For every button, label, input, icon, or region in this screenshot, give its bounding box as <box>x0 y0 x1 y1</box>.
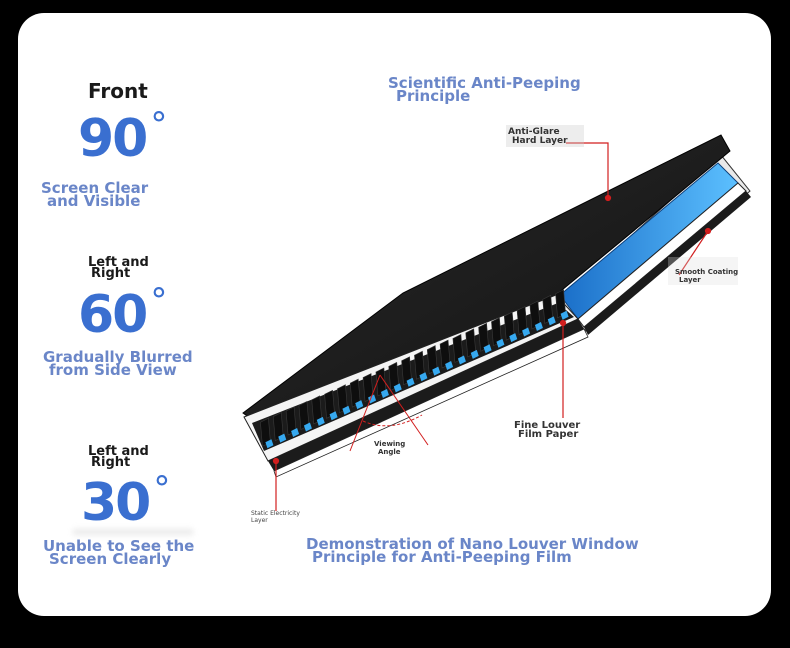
label-line: Anti-Glare <box>508 127 560 137</box>
louver-gap-light <box>496 338 505 348</box>
caption-line: Gradually Blurred <box>43 348 193 366</box>
angle-60-number: 60 <box>78 285 148 345</box>
blurred-text-smudge <box>73 529 193 535</box>
static-layer-label: Static Electricity Layer <box>251 510 300 524</box>
louver-gap-light <box>457 355 466 365</box>
label-line: Static Electricity <box>251 510 300 517</box>
title-line: Principle <box>396 87 471 105</box>
diagram-caption: Demonstration of Nano Louver Window Prin… <box>306 535 639 566</box>
angle-30-value: 30° <box>81 469 170 533</box>
label-line: Hard Layer <box>512 136 568 146</box>
louver-gap-light <box>329 411 338 421</box>
caption-line: Screen Clearly <box>49 550 172 568</box>
angle-90-number: 90 <box>78 109 148 169</box>
angle-30-number: 30 <box>81 473 151 533</box>
label-line: Smooth Coating <box>675 268 739 276</box>
louver-gap-light <box>278 433 287 443</box>
angle-60-value: 60° <box>78 281 167 345</box>
viewing-angle-lines <box>349 374 429 452</box>
angle-30-caption: Unable to See the Screen Clearly <box>43 537 195 568</box>
diagram-title: Scientific Anti-Peeping Principle <box>388 74 581 105</box>
side-label-line: Right <box>91 266 131 281</box>
louver-gap-light <box>534 321 543 331</box>
louver-gap-light <box>406 377 415 387</box>
louver-gap-light <box>355 400 364 410</box>
caption-line: Unable to See the <box>43 537 195 555</box>
louver-gap-light <box>509 333 518 343</box>
louver-gap-light <box>303 422 312 432</box>
label-line: Layer <box>251 517 268 524</box>
smooth-coating-label: Smooth Coating Layer <box>675 268 738 284</box>
side-label-2: Left and Right <box>88 444 149 470</box>
side-label-line: Left and <box>88 255 149 270</box>
louver-gap-light <box>445 361 454 371</box>
louver-gap-light <box>380 388 389 398</box>
caption-line: Principle for Anti-Peeping Film <box>312 548 572 566</box>
louver-gap-light <box>342 405 351 415</box>
degree-symbol: ° <box>150 105 167 145</box>
right-face-layers <box>555 154 751 335</box>
louver-gap-light <box>432 366 441 376</box>
louver-gap-light <box>560 310 569 320</box>
louver-gap-light <box>483 344 492 354</box>
louver-film-diagram <box>242 125 751 511</box>
angle-90-caption: Screen Clear and Visible <box>41 179 149 210</box>
side-label-line: Right <box>91 455 131 470</box>
label-line: Angle <box>378 448 401 456</box>
louver-gap-light <box>316 416 325 426</box>
label-line: Layer <box>679 276 701 284</box>
viewing-angle-label: Viewing Angle <box>374 440 405 456</box>
angle-60-caption: Gradually Blurred from Side View <box>43 348 193 379</box>
louver-slats <box>260 289 569 449</box>
label-line: Fine Louver <box>514 420 581 431</box>
label-line: Film Paper <box>518 429 579 440</box>
side-label-1: Left and Right <box>88 255 149 281</box>
label-line: Viewing <box>374 440 406 448</box>
caption-line: from Side View <box>49 361 177 379</box>
louver-gap-light <box>265 439 274 449</box>
angle-90-value: 90° <box>78 105 167 169</box>
infographic-card: Front 90° Screen Clear and Visible Left … <box>18 13 771 616</box>
louver-gap-light <box>419 372 428 382</box>
label-smudge <box>506 125 584 147</box>
caption-line: and Visible <box>47 192 141 210</box>
louver-gap-light <box>547 316 556 326</box>
side-label-line: Left and <box>88 444 149 459</box>
annotation-pointers <box>272 142 712 511</box>
label-smudge <box>668 257 738 285</box>
degree-symbol: ° <box>150 281 167 321</box>
caption-line: Demonstration of Nano Louver Window <box>306 535 639 553</box>
fine-louver-label: Fine Louver Film Paper <box>514 420 581 440</box>
caption-line: Screen Clear <box>41 179 149 197</box>
louver-gap-light <box>393 383 402 393</box>
degree-symbol: ° <box>153 469 170 509</box>
title-line: Scientific Anti-Peeping <box>388 74 581 92</box>
front-label: Front <box>88 79 148 103</box>
anti-glare-label: Anti-Glare Hard Layer <box>508 128 568 146</box>
louver-gap-light <box>522 327 531 337</box>
louver-gap-light <box>291 428 300 438</box>
louver-gap-light <box>470 349 479 359</box>
